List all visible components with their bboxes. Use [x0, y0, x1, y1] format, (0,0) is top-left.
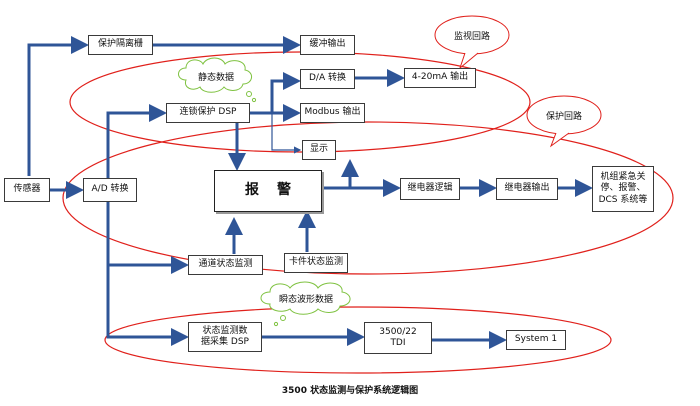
- transient-data-cloud: [260, 281, 351, 327]
- ad-to-acquisition-line: [106, 265, 189, 346]
- modbus-output-box: Modbus 输出: [300, 103, 365, 123]
- ad-converter-box: A/D 转换: [83, 178, 137, 202]
- da-converter-box: D/A 转换: [300, 69, 355, 89]
- transient-loop-ellipse: [104, 306, 612, 374]
- static-data-label: 静态数据: [197, 72, 234, 83]
- relay-output-box: 继电器输出: [496, 178, 558, 200]
- buffer-output-box: 缓冲输出: [300, 35, 355, 55]
- ad-to-channel-monitor-line: [106, 202, 189, 274]
- ad-to-interlock-line: [106, 104, 167, 178]
- interlock-to-da-line: [250, 72, 301, 115]
- alarm-box: 报警: [214, 170, 322, 212]
- display-box: 显示: [302, 140, 336, 160]
- tdi-box: 3500/22 TDI: [364, 322, 432, 354]
- ma-output-box: 4-20mA 输出: [404, 68, 476, 88]
- static-data-cloud: [178, 57, 257, 103]
- card-monitor-box: 卡件状态监测: [284, 253, 348, 273]
- interlock-to-display-line: [271, 113, 302, 154]
- diagram-caption: 3500 状态监测与保护系统逻辑图: [281, 386, 419, 396]
- sensor-box: 传感器: [4, 178, 50, 202]
- system1-box: System 1: [506, 330, 566, 350]
- monitor-loop-label: 监视回路: [453, 31, 490, 42]
- channel-monitor-box: 通道状态监测: [188, 255, 263, 275]
- relay-logic-box: 继电器逻辑: [400, 178, 460, 200]
- transient-data-label: 瞬态波形数据: [278, 294, 333, 305]
- connector-lines: [27, 36, 593, 349]
- unit-actions-box: 机组紧急关 停、报警、 DCS 系统等: [592, 166, 654, 212]
- alarm-to-display-line: [322, 159, 359, 190]
- protect-loop-label: 保护回路: [545, 111, 582, 122]
- protect-loop-ellipse: [62, 121, 674, 275]
- interlock-dsp-box: 连锁保护 DSP: [166, 103, 250, 123]
- sensor-to-barrier-line: [27, 36, 89, 176]
- isolation-barrier-box: 保护隔离栅: [88, 35, 153, 55]
- acquisition-dsp-box: 状态监测数 据采集 DSP: [188, 322, 262, 352]
